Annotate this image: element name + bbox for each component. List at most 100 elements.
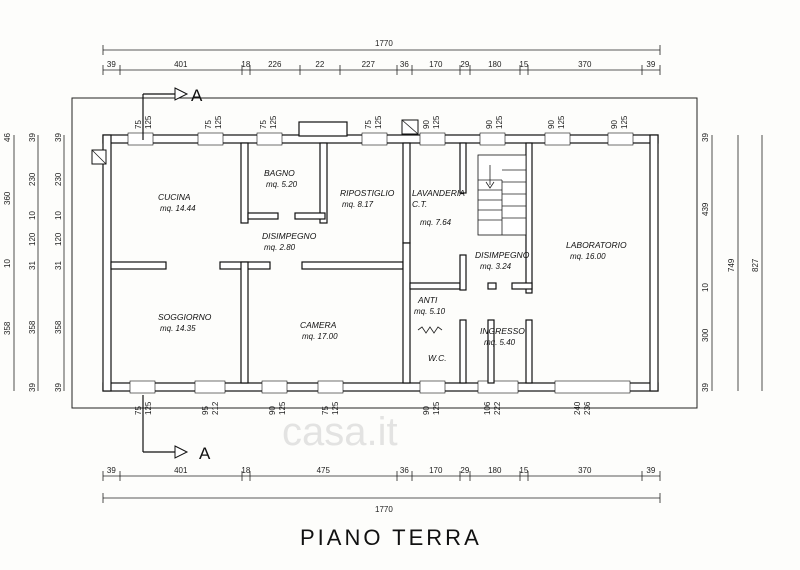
bottom-segment-label: 475 <box>317 466 331 475</box>
room-cucina-name: CUCINA <box>158 192 191 202</box>
opening-label: 90 <box>268 406 277 415</box>
opening-label: 125 <box>278 401 287 415</box>
opening-label: 90 <box>547 120 556 129</box>
opening-label: 125 <box>144 401 153 415</box>
room-bagno-area: mq. 5.20 <box>266 180 298 189</box>
room-soggiorno-area: mq. 14.35 <box>160 324 196 333</box>
room-disimpegno2-name: DISIMPEGNO <box>475 250 530 260</box>
left-inner-1: 39 <box>54 133 63 142</box>
opening-label: 125 <box>144 115 153 129</box>
opening-label: 125 <box>214 115 223 129</box>
left-inner-3: 10 <box>54 211 63 220</box>
top-segment-label: 370 <box>578 60 592 69</box>
left-mid-7: 39 <box>28 383 37 392</box>
room-disimpegno2-area: mq. 3.24 <box>480 262 512 271</box>
left-inner-4: 120 <box>54 232 63 246</box>
opening-label: 75 <box>259 120 268 129</box>
top-segment-label: 29 <box>460 60 469 69</box>
opening-label: 236 <box>583 401 592 415</box>
top-segment-label: 36 <box>400 60 409 69</box>
room-disimpegno1-name: DISIMPEGNO <box>262 231 317 241</box>
top-segment-label: 227 <box>362 60 376 69</box>
left-mid-4: 120 <box>28 232 37 246</box>
room-cucina-area: mq. 14.44 <box>160 204 196 213</box>
opening-label: 90 <box>422 406 431 415</box>
plan-title: PIANO TERRA <box>300 525 482 550</box>
right-dimensions: 39 439 10 300 39 749 827 <box>701 133 763 392</box>
room-ripostiglio-name: RIPOSTIGLIO <box>340 188 395 198</box>
opening-label: 75 <box>204 120 213 129</box>
bottom-segment-label: 18 <box>241 466 250 475</box>
opening-label: 90 <box>610 120 619 129</box>
opening-label: 125 <box>557 115 566 129</box>
bottom-segment-label: 180 <box>488 466 502 475</box>
room-lavanderia-sub: C.T. <box>412 199 427 209</box>
bottom-segment-label: 36 <box>400 466 409 475</box>
watermark: casa.it <box>282 410 398 454</box>
staircase <box>477 154 527 236</box>
room-labels: CUCINA mq. 14.44 BAGNO mq. 5.20 RIPOSTIG… <box>158 168 627 363</box>
opening-label: 125 <box>269 115 278 129</box>
right-inner-2: 439 <box>701 202 710 216</box>
top-segment-label: 401 <box>174 60 188 69</box>
opening-label: 125 <box>495 115 504 129</box>
left-mid-2: 230 <box>28 172 37 186</box>
room-wc-name: W.C. <box>428 353 447 363</box>
room-anti-area: mq. 5.10 <box>414 307 446 316</box>
left-mid-1: 39 <box>28 133 37 142</box>
room-ingresso-area: mq. 5.40 <box>484 338 516 347</box>
section-label-top: A <box>191 86 203 105</box>
room-lavanderia-name: LAVANDERIA <box>412 188 465 198</box>
section-label-bottom: A <box>199 444 211 463</box>
top-segment-label: 180 <box>488 60 502 69</box>
bottom-total: 1770 <box>375 505 393 514</box>
left-inner-5: 31 <box>54 261 63 270</box>
left-outer-4: 358 <box>3 321 12 335</box>
opening-label: 75 <box>134 406 143 415</box>
left-outer-2: 360 <box>3 191 12 205</box>
right-outer: 827 <box>751 258 760 272</box>
bottom-segment-label: 170 <box>429 466 443 475</box>
opening-label: 125 <box>620 115 629 129</box>
opening-label: 90 <box>422 120 431 129</box>
room-anti-name: ANTI <box>417 295 438 305</box>
opening-label: 75 <box>364 120 373 129</box>
left-outer-3: 10 <box>3 259 12 268</box>
right-mid: 749 <box>727 258 736 272</box>
opening-label: 125 <box>432 115 441 129</box>
opening-label: 125 <box>374 115 383 129</box>
top-segment-label: 170 <box>429 60 443 69</box>
left-dimensions: 46 360 10 358 39 230 10 120 31 358 39 39… <box>3 133 65 392</box>
top-segment-label: 39 <box>646 60 655 69</box>
room-soggiorno-name: SOGGIORNO <box>158 312 212 322</box>
room-camera-name: CAMERA <box>300 320 337 330</box>
bottom-segment-label: 370 <box>578 466 592 475</box>
left-inner-6: 358 <box>54 320 63 334</box>
opening-label: 212 <box>211 401 220 415</box>
left-inner-2: 230 <box>54 172 63 186</box>
room-camera-area: mq. 17.00 <box>302 332 338 341</box>
room-ingresso-name: INGRESSO <box>480 326 525 336</box>
opening-label: 75 <box>321 406 330 415</box>
top-segment-label: 39 <box>107 60 116 69</box>
bottom-segment-label: 39 <box>646 466 655 475</box>
right-inner-4: 300 <box>701 328 710 342</box>
top-segment-label: 226 <box>268 60 282 69</box>
room-ripostiglio-area: mq. 8.17 <box>342 200 374 209</box>
bottom-segment-label: 29 <box>460 466 469 475</box>
exterior-walls <box>102 121 659 394</box>
room-laboratorio-name: LABORATORIO <box>566 240 627 250</box>
opening-label: 106 <box>483 401 492 415</box>
room-laboratorio-area: mq. 16.00 <box>570 252 606 261</box>
right-inner-3: 10 <box>701 283 710 292</box>
opening-label: 222 <box>493 401 502 415</box>
room-bagno-name: BAGNO <box>264 168 295 178</box>
left-outer-1: 46 <box>3 133 12 142</box>
bottom-segment-label: 401 <box>174 466 188 475</box>
top-segment-label: 18 <box>241 60 250 69</box>
left-mid-6: 358 <box>28 320 37 334</box>
top-segment-label: 15 <box>519 60 528 69</box>
opening-label: 240 <box>573 401 582 415</box>
interior-walls <box>110 142 533 384</box>
